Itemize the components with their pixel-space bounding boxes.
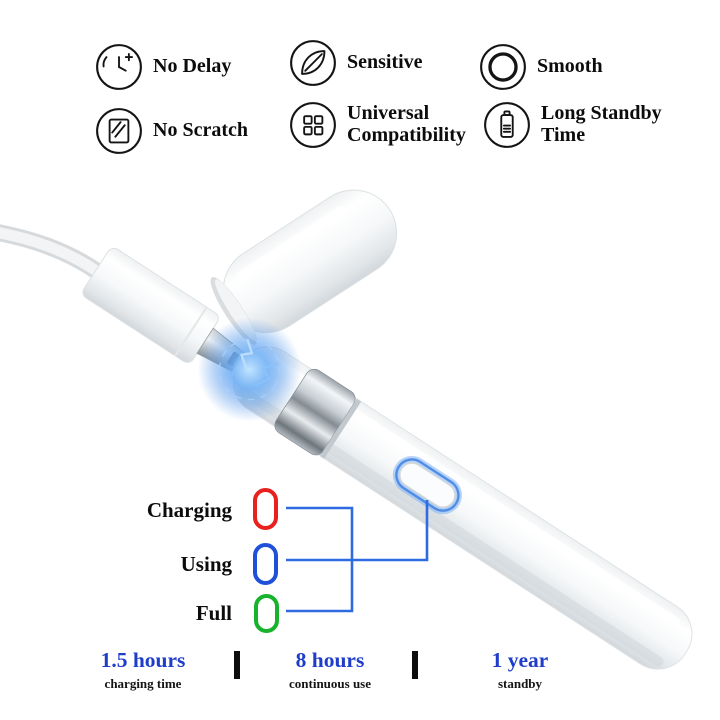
feature-no-scratch: No Scratch [94,106,248,156]
led-label-full: Full [195,601,232,625]
pen-body-highlight [266,354,680,626]
full-led-indicator [254,594,279,633]
stat-value: 8 hours [295,648,365,672]
stat-value: 1.5 hours [100,648,186,672]
feature-universal-compatibility: Universal Compatibility [288,100,475,150]
alarm-clock-icon [94,42,144,92]
feature-label: No Delay [153,55,232,78]
stat-continuous-use: 8 hours continuous use [255,648,405,692]
feature-label: Long Standby Time [541,102,662,146]
power-button [399,462,456,508]
feature-label: No Scratch [153,119,248,142]
app-grid-icon [288,100,338,150]
feature-long-standby: Long Standby Time [482,100,673,150]
charging-led-indicator [253,488,278,530]
lightning-sparks [218,338,281,401]
stat-separator [234,651,240,679]
smooth-ring-icon [478,42,528,92]
feature-no-delay: No Delay [94,42,231,92]
screen-protector-icon [94,106,144,156]
stat-standby: 1 year standby [445,648,595,692]
led-label-using: Using [180,552,232,576]
feature-label: Smooth [537,55,603,78]
stat-caption: standby [497,676,543,691]
leaf-icon [288,38,338,88]
stat-caption: charging time [104,676,182,691]
stat-value: 1 year [491,648,549,672]
stat-separator [412,651,418,679]
using-led-indicator [253,543,278,585]
charging-cable [0,224,107,281]
battery-icon [482,100,532,150]
usb-plug [82,247,219,363]
feature-label: Universal Compatibility [347,102,466,146]
callout-lines [286,500,429,613]
stat-caption: continuous use [289,676,371,691]
stat-charging-time: 1.5 hours charging time [68,648,218,692]
feature-label: Sensitive [347,51,423,74]
stylus-pen [82,247,693,670]
electric-glow [197,317,302,422]
feature-smooth: Smooth [478,42,603,92]
led-label-charging: Charging [146,498,232,522]
feature-sensitive: Sensitive [288,38,423,88]
